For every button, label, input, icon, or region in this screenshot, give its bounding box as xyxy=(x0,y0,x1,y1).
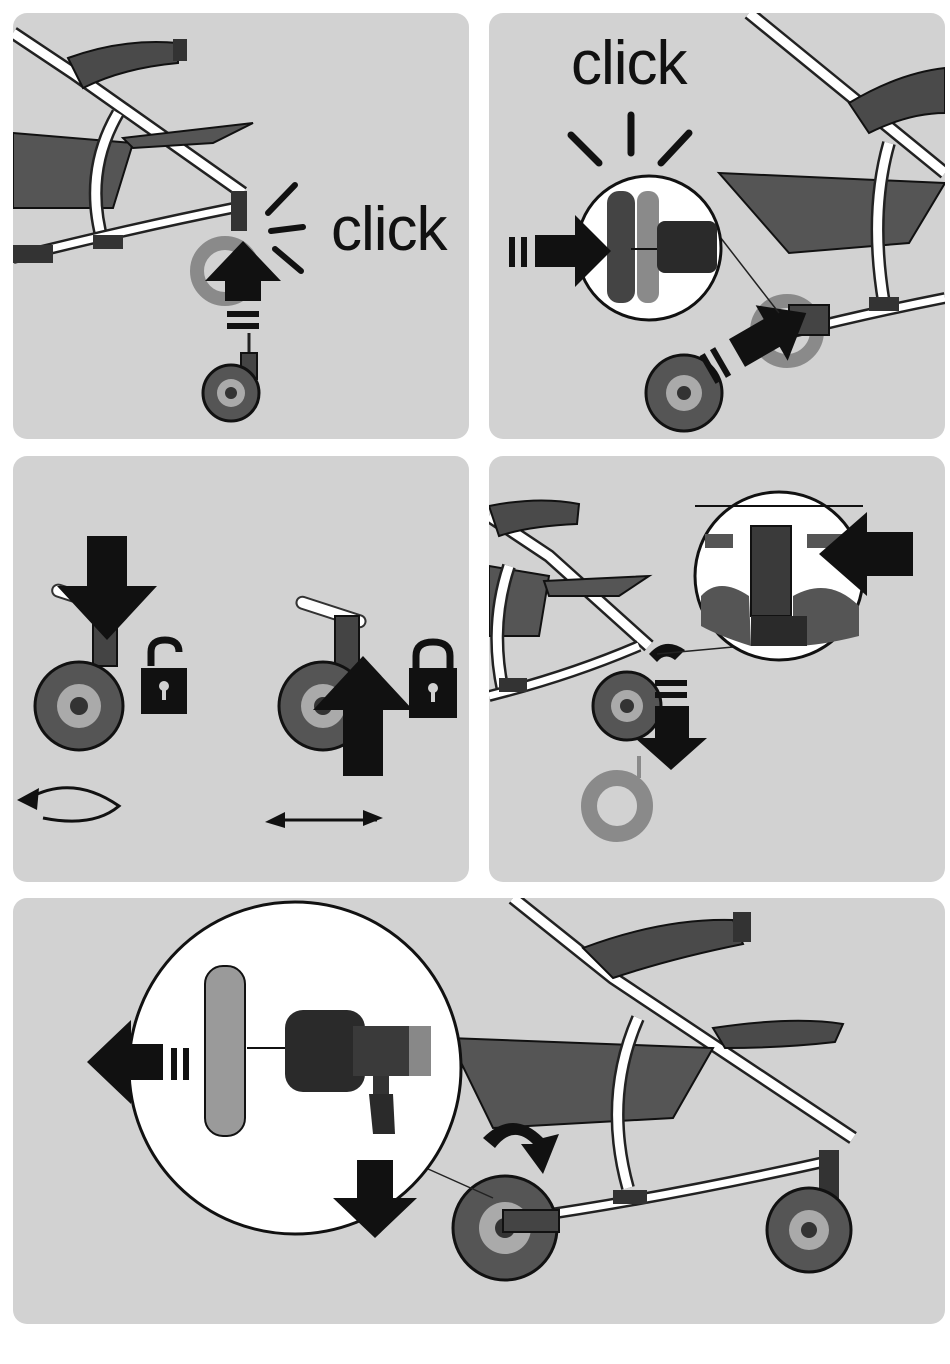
step-3-panel xyxy=(13,456,469,882)
rotate-icon xyxy=(17,788,119,821)
rear-wheel-removal xyxy=(13,898,945,1324)
magnifier-detail xyxy=(129,902,461,1234)
right-wheel-group xyxy=(265,595,457,828)
lock-open-icon xyxy=(141,640,187,714)
click-label: click xyxy=(571,33,687,95)
swivel-icon xyxy=(265,810,383,828)
arrow-down-icon xyxy=(57,536,157,640)
click-label: click xyxy=(331,199,447,261)
stroller-wheel-release xyxy=(489,13,945,439)
ghost-wheel-icon xyxy=(589,778,645,834)
step-5-panel xyxy=(13,898,945,1324)
step-4-panel xyxy=(489,456,945,882)
arrow-up-icon xyxy=(205,241,281,329)
step-2-panel: click xyxy=(489,13,945,439)
lock-closed-icon xyxy=(409,642,457,718)
front-wheel-removal xyxy=(489,456,945,882)
magnifier-detail xyxy=(695,492,863,660)
rotate-icon xyxy=(483,1123,559,1174)
click-rays-icon xyxy=(268,185,303,271)
swivel-lock-diagram xyxy=(13,456,469,882)
step-1-panel: click xyxy=(13,13,469,439)
click-rays-icon xyxy=(571,115,689,163)
left-wheel-group xyxy=(17,536,187,821)
